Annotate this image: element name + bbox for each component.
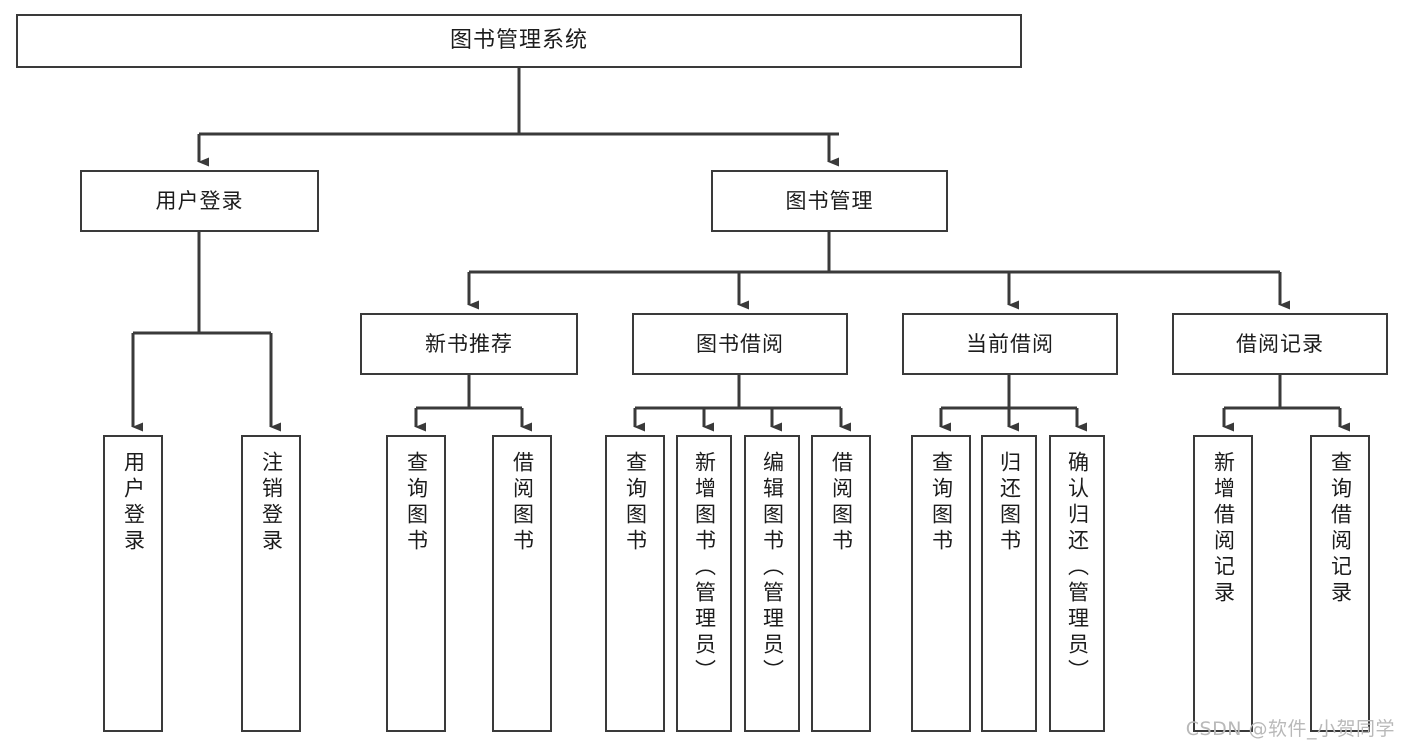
node-leaf-edit-book[interactable]: 编辑图书（管理员） (744, 435, 800, 732)
node-leaf-user-login[interactable]: 用户登录 (103, 435, 163, 732)
node-label: 注销登录 (259, 451, 284, 555)
node-leaf-query-record[interactable]: 查询借阅记录 (1310, 435, 1370, 732)
node-leaf-borrow-book-1[interactable]: 借阅图书 (492, 435, 552, 732)
node-user-login[interactable]: 用户登录 (80, 170, 319, 232)
node-label: 借阅图书 (829, 451, 854, 555)
node-root-library-management-system[interactable]: 图书管理系统 (16, 14, 1022, 68)
node-leaf-confirm-return[interactable]: 确认归还（管理员） (1049, 435, 1105, 732)
node-label: 图书管理系统 (449, 27, 588, 53)
node-leaf-add-book[interactable]: 新增图书（管理员） (676, 435, 732, 732)
node-label: 归还图书 (997, 451, 1022, 555)
node-book-management[interactable]: 图书管理 (711, 170, 948, 232)
node-leaf-logout-login[interactable]: 注销登录 (241, 435, 301, 732)
node-leaf-borrow-book-2[interactable]: 借阅图书 (811, 435, 871, 732)
node-leaf-query-book-1[interactable]: 查询图书 (386, 435, 446, 732)
node-label: 查询图书 (623, 451, 648, 555)
node-leaf-query-book-3[interactable]: 查询图书 (911, 435, 971, 732)
node-label: 查询图书 (929, 451, 954, 555)
node-label: 确认归还（管理员） (1065, 451, 1090, 685)
node-new-book-recommend[interactable]: 新书推荐 (360, 313, 578, 375)
node-label: 查询图书 (404, 451, 429, 555)
node-label: 图书借阅 (696, 331, 784, 356)
node-label: 新增借阅记录 (1211, 451, 1236, 607)
node-label: 当前借阅 (966, 331, 1054, 356)
node-label: 编辑图书（管理员） (760, 451, 785, 685)
node-label: 图书管理 (785, 188, 874, 213)
node-book-borrow[interactable]: 图书借阅 (632, 313, 848, 375)
node-label: 新书推荐 (425, 331, 513, 356)
node-label: 查询借阅记录 (1328, 451, 1353, 607)
node-current-borrow[interactable]: 当前借阅 (902, 313, 1118, 375)
node-label: 新增图书（管理员） (692, 451, 717, 685)
node-label: 用户登录 (121, 451, 146, 555)
node-borrow-record[interactable]: 借阅记录 (1172, 313, 1388, 375)
node-leaf-query-book-2[interactable]: 查询图书 (605, 435, 665, 732)
node-leaf-return-book[interactable]: 归还图书 (981, 435, 1037, 732)
node-label: 借阅图书 (510, 451, 535, 555)
node-leaf-add-record[interactable]: 新增借阅记录 (1193, 435, 1253, 732)
node-label: 借阅记录 (1236, 331, 1324, 356)
node-label: 用户登录 (155, 188, 244, 213)
